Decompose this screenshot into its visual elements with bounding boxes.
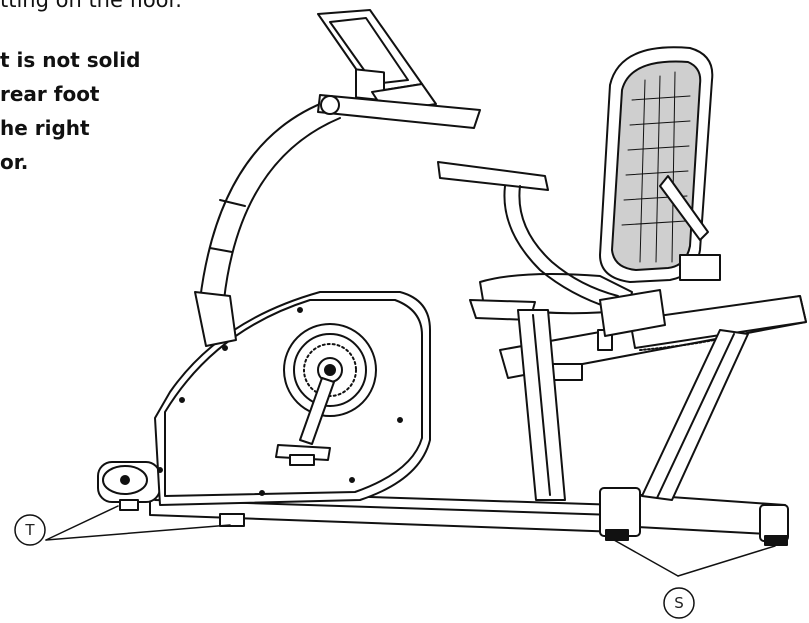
instruction-line-partial-top: tting on the floor. (0, 0, 182, 12)
seat-slider-rail (499, 289, 807, 381)
instruction-line-4: or. (0, 150, 29, 174)
flywheel-housing (154, 291, 431, 506)
backrest (599, 46, 721, 283)
console-mast (194, 99, 341, 347)
seat-post-supports (517, 309, 749, 501)
callout-leaders (45, 505, 776, 577)
callout-s: S (663, 587, 695, 619)
callout-t: T (14, 514, 46, 546)
rear-stabilizer-foot (599, 487, 789, 546)
console-display (317, 9, 481, 129)
instruction-line-1: t is not solid (0, 48, 141, 72)
front-stabilizer-foot (97, 461, 245, 527)
callout-s-label: S (674, 594, 684, 612)
instruction-line-2: rear foot (0, 82, 100, 106)
backrest-vent-pattern (621, 71, 691, 263)
instruction-line-3: he right (0, 116, 90, 140)
callout-t-label: T (24, 521, 35, 539)
